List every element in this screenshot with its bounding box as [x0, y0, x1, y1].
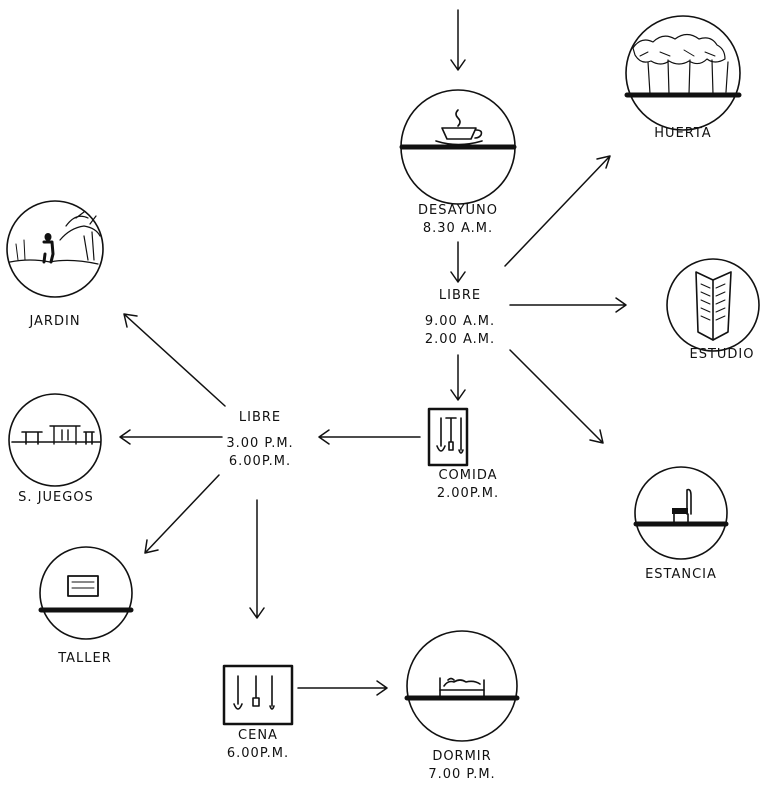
arrow-libre-cena: [249, 499, 265, 619]
garden-figure-icon: [6, 200, 104, 298]
libre-pm-label: LIBRE: [238, 410, 282, 425]
cutlery-icon: [222, 664, 294, 726]
open-book-icon: [666, 258, 760, 352]
taller-label: TALLER: [58, 651, 112, 666]
arrow-desayuno-libre: [450, 241, 466, 283]
arrow-comida-libre: [318, 429, 421, 445]
orchard-trees-icon: [624, 15, 742, 131]
arrow-libre-jardin: [123, 313, 226, 407]
libre-am-label: LIBRE: [438, 288, 482, 303]
cena-label: CENA: [238, 728, 278, 743]
arrow-libre-comida: [450, 354, 466, 401]
coffee-cup-icon: [399, 89, 517, 205]
estudio-label: ESTUDIO: [689, 347, 755, 362]
arrow-libre-estudio: [509, 297, 627, 313]
arrow-libre-taller: [144, 474, 220, 554]
s-juegos-label: S. JUEGOS: [18, 490, 94, 505]
huerta-label: HUERTA: [654, 126, 712, 141]
desayuno-label: DESAYUNO: [417, 203, 498, 218]
dormir-time: 7.00 P.M.: [428, 767, 496, 782]
arrow-libre-huerta: [504, 155, 611, 267]
chair-icon: [633, 466, 729, 560]
libre-am-time-end: 2.00 A.M.: [424, 332, 496, 347]
flow-arrows: [119, 9, 627, 696]
cutlery-icon: [427, 407, 469, 467]
estancia-label: ESTANCIA: [645, 567, 717, 582]
comida-time: 2.00P.M.: [436, 486, 500, 501]
workbench-icon: [38, 546, 134, 640]
arrow-into-desayuno: [450, 9, 466, 71]
comida-label: COMIDA: [438, 468, 498, 483]
libre-pm-time-start: 3.00 P.M.: [226, 436, 294, 451]
dormir-label: DORMIR: [432, 749, 492, 764]
arrow-cena-dormir: [297, 680, 388, 696]
arrow-libre-juegos: [119, 429, 223, 445]
arrow-libre-estancia: [509, 349, 604, 444]
libre-am-time-start: 9.00 A.M.: [424, 314, 496, 329]
desayuno-time: 8.30 A.M.: [422, 221, 494, 236]
libre-pm-time-end: 6.00P.M.: [228, 454, 292, 469]
cena-time: 6.00P.M.: [226, 746, 290, 761]
bed-icon: [404, 630, 520, 742]
game-tables-icon: [8, 393, 102, 487]
jardin-label: JARDIN: [29, 314, 81, 329]
